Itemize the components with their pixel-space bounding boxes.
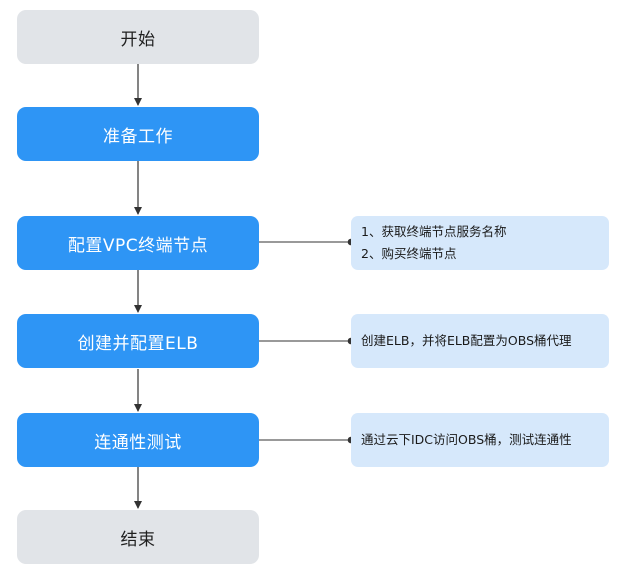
end-node: 结束	[17, 510, 259, 564]
start-node: 开始	[17, 10, 259, 64]
create-configure-elb-label: 创建并配置ELB	[77, 333, 199, 354]
create-configure-elb-node: 创建并配置ELB	[17, 314, 259, 368]
end-node-label: 结束	[120, 529, 156, 550]
test-note-line-1: 通过云下IDC访问OBS桶，测试连通性	[361, 432, 572, 447]
connectivity-test-node: 连通性测试	[17, 413, 259, 467]
vpc-note-line-1: 1、获取终端节点服务名称	[361, 224, 507, 239]
connectivity-test-note: 通过云下IDC访问OBS桶，测试连通性	[351, 413, 609, 467]
vpc-note-line-2: 2、购买终端节点	[361, 246, 457, 261]
prepare-node: 准备工作	[17, 107, 259, 161]
configure-vpc-endpoint-node: 配置VPC终端节点	[17, 216, 259, 270]
elb-note-line-1: 创建ELB，并将ELB配置为OBS桶代理	[361, 333, 572, 348]
connectivity-test-label: 连通性测试	[94, 432, 182, 453]
prepare-node-label: 准备工作	[103, 126, 173, 147]
elb-note: 创建ELB，并将ELB配置为OBS桶代理	[351, 314, 609, 368]
vpc-endpoint-note: 1、获取终端节点服务名称 2、购买终端节点	[351, 216, 609, 270]
start-node-label: 开始	[120, 29, 156, 50]
configure-vpc-endpoint-label: 配置VPC终端节点	[67, 235, 209, 256]
